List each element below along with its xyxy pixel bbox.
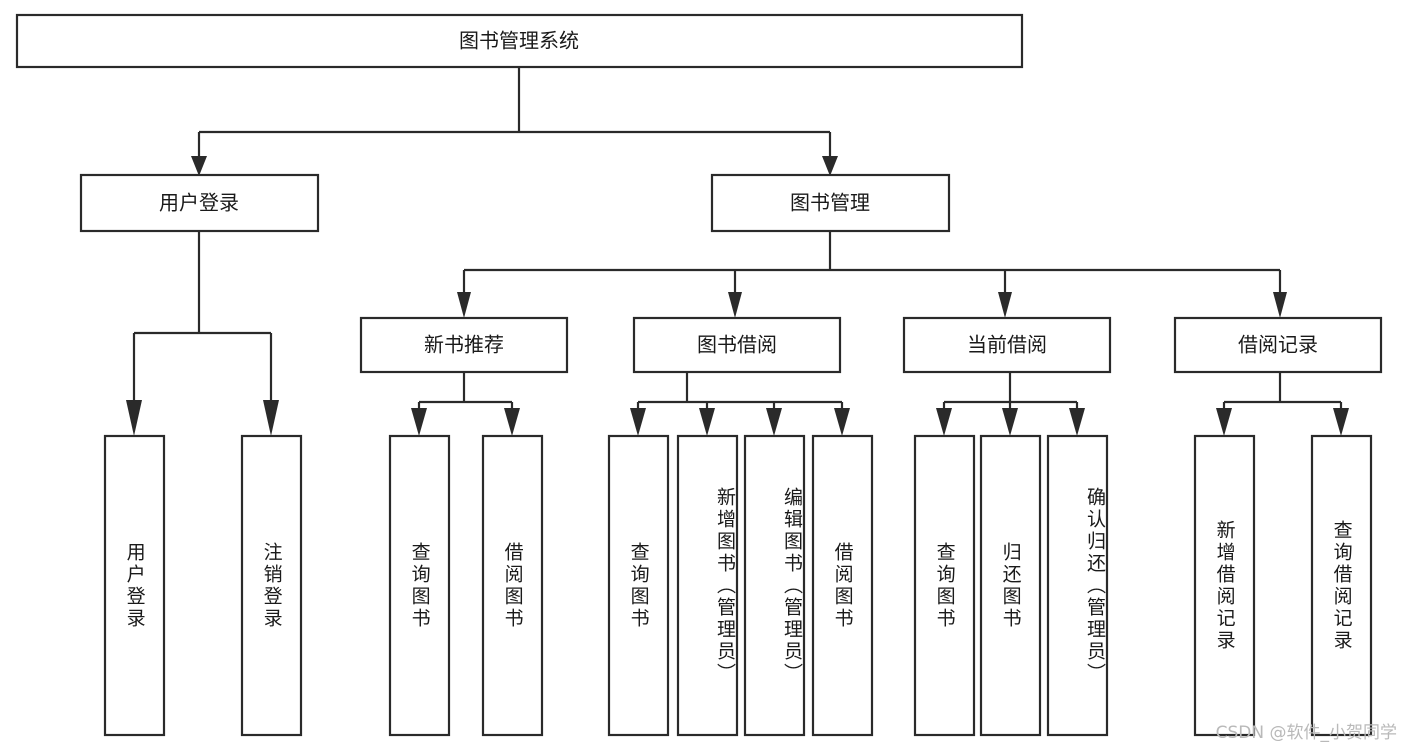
arrow-book-borrow-leaf-4: [834, 408, 850, 436]
node-label-current-borrow: 当前借阅: [967, 333, 1047, 357]
leaf-box-current-borrow-0[interactable]: [913, 434, 976, 737]
arrow-borrow-record-leaf-2: [1333, 408, 1349, 436]
node-box-book-borrow[interactable]: [632, 316, 842, 374]
arrow-user-login-leaf-2: [263, 400, 279, 436]
arrow-to-current-borrow: [998, 292, 1012, 318]
arrow-to-book-borrow: [728, 292, 742, 318]
node-label-user-login: 用户登录: [159, 191, 239, 215]
connector-group: [126, 67, 1349, 436]
node-label-new-book-recommend: 新书推荐: [424, 333, 504, 357]
leaf-box-book-borrow-2[interactable]: [743, 434, 806, 737]
node-label-root: 图书管理系统: [459, 29, 579, 53]
arrow-book-borrow-leaf-3: [766, 408, 782, 436]
arrow-to-new-book-recommend: [457, 292, 471, 318]
arrow-current-borrow-leaf-2: [1002, 408, 1018, 436]
node-label-book-borrow: 图书借阅: [697, 333, 777, 357]
leaf-box-new-book-1[interactable]: [481, 434, 544, 737]
node-label-book-manage: 图书管理: [790, 191, 870, 215]
node-box-new-book-recommend[interactable]: [359, 316, 569, 374]
node-box-user-login[interactable]: [79, 173, 320, 233]
node-box-current-borrow[interactable]: [902, 316, 1112, 374]
arrow-current-borrow-leaf-1: [936, 408, 952, 436]
arrow-to-book-manage: [822, 156, 838, 176]
leaf-box-borrow-record-0[interactable]: [1193, 434, 1256, 737]
leaf-box-book-borrow-3[interactable]: [811, 434, 874, 737]
arrow-to-user-login: [191, 156, 207, 176]
node-box-borrow-record[interactable]: [1173, 316, 1383, 374]
arrow-new-book-leaf-1: [411, 408, 427, 436]
leaf-box-book-borrow-0[interactable]: [607, 434, 670, 737]
csdn-watermark: CSDN @软件_小贺同学: [1215, 723, 1397, 743]
leaf-box-current-borrow-1[interactable]: [979, 434, 1042, 737]
leaf-box-user-login-0[interactable]: [103, 434, 166, 737]
arrow-new-book-leaf-2: [504, 408, 520, 436]
arrow-current-borrow-leaf-3: [1069, 408, 1085, 436]
node-box-root[interactable]: [15, 13, 1024, 69]
leaf-box-borrow-record-1[interactable]: [1310, 434, 1373, 737]
arrow-to-borrow-record: [1273, 292, 1287, 318]
leaf-box-book-borrow-1[interactable]: [676, 434, 739, 737]
leaf-box-user-login-1[interactable]: [240, 434, 303, 737]
arrow-book-borrow-leaf-1: [630, 408, 646, 436]
leaf-box-current-borrow-2[interactable]: [1046, 434, 1109, 737]
node-box-book-manage[interactable]: [710, 173, 951, 233]
node-label-borrow-record: 借阅记录: [1238, 333, 1318, 357]
leaf-box-new-book-0[interactable]: [388, 434, 451, 737]
arrow-book-borrow-leaf-2: [699, 408, 715, 436]
arrow-borrow-record-leaf-1: [1216, 408, 1232, 436]
arrow-user-login-leaf-1: [126, 400, 142, 436]
